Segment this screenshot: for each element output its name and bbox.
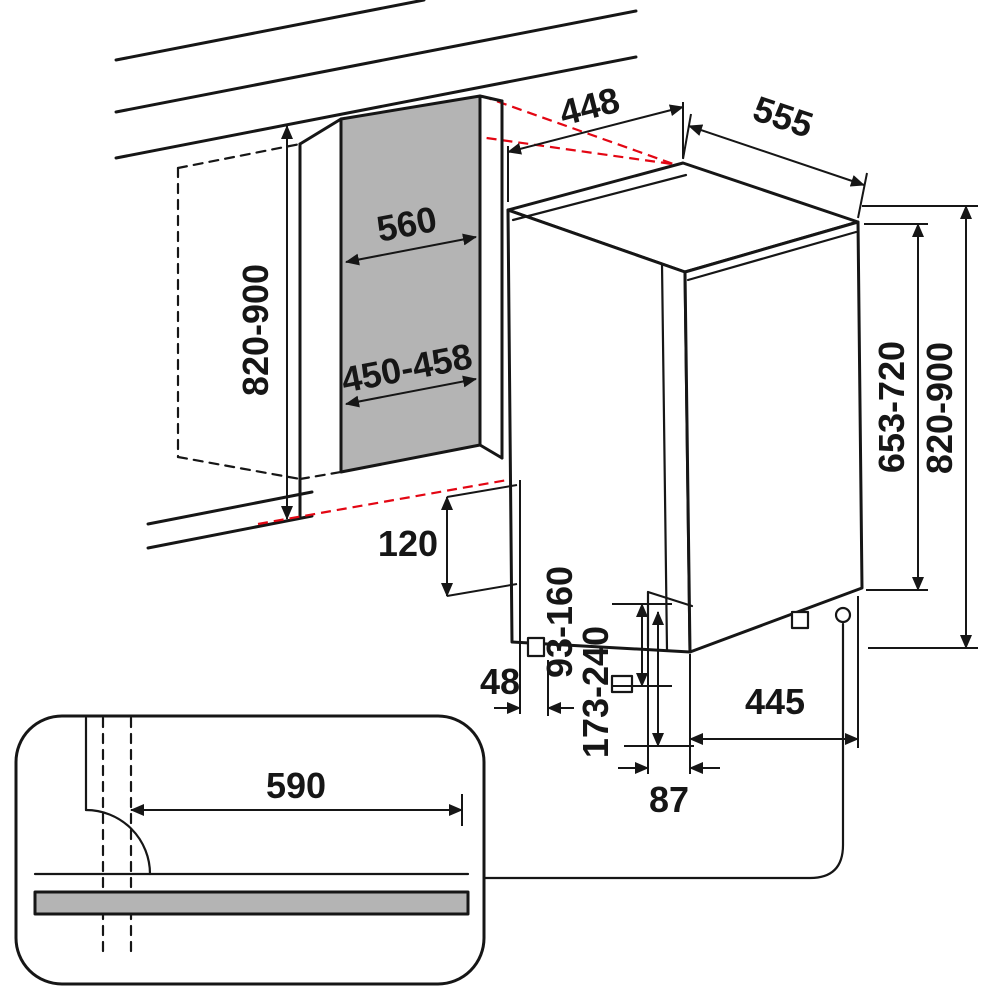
- dim-plinth-range-a: 93-160: [539, 566, 672, 687]
- foot-front-left: [526, 636, 546, 658]
- dim-plinth-range-a-label: 93-160: [539, 566, 580, 678]
- dim-base-depth-label: 445: [745, 681, 805, 722]
- dim-base-depth: 445: [689, 596, 859, 748]
- dim-base-offset: 87: [618, 646, 720, 820]
- top-rim-line: [511, 173, 688, 222]
- dim-plinth-board-width: 590: [130, 765, 463, 826]
- niche-front-edges: [298, 117, 343, 520]
- side-rim-line: [686, 230, 858, 282]
- dim-top-depth-label: 555: [748, 88, 818, 146]
- dim-niche-height-label: 820-900: [235, 264, 276, 396]
- worktop-edge-lines: [114, 0, 638, 160]
- detail-callout: [482, 606, 852, 880]
- dim-plinth-recess-label: 120: [378, 523, 438, 564]
- dishwasher-side-face: [683, 220, 864, 654]
- toe-kick-notch-h: [646, 590, 694, 608]
- niche-back-panel: [339, 94, 504, 474]
- foot-right: [790, 610, 810, 630]
- dim-niche-height: 820-900: [235, 125, 293, 520]
- dim-plinth-board-width-label: 590: [266, 765, 326, 806]
- dim-plinth-range-b-label: 173-240: [575, 626, 616, 758]
- dim-plinth-range-b: 173-240: [575, 611, 694, 758]
- door-edge-line: [660, 262, 669, 652]
- niche-panel-face: [339, 94, 482, 474]
- dim-unit-height-label: 820-900: [919, 342, 960, 474]
- dim-toe-offset: 48: [480, 660, 574, 716]
- inset-door-arc: [84, 808, 152, 876]
- plinth-detail-inset: 590: [14, 714, 486, 986]
- callout-circle: [834, 606, 852, 624]
- callout-line: [482, 622, 845, 880]
- foot-rear: [610, 674, 634, 694]
- dim-unit-height: 820-900: [862, 205, 978, 649]
- dim-door-height-label: 653-720: [871, 341, 912, 473]
- adjustable-feet: [526, 610, 810, 694]
- plinth-board: [33, 890, 470, 916]
- dim-base-offset-label: 87: [649, 779, 689, 820]
- dim-plinth-recess: 120: [378, 484, 518, 597]
- inset-box: [14, 714, 486, 986]
- dim-door-height: 653-720: [864, 223, 928, 591]
- niche-hidden-edges: [176, 142, 343, 481]
- dishwasher-body: [506, 161, 864, 654]
- dim-toe-offset-label: 48: [480, 661, 520, 702]
- projection-line-bottom: [257, 477, 514, 526]
